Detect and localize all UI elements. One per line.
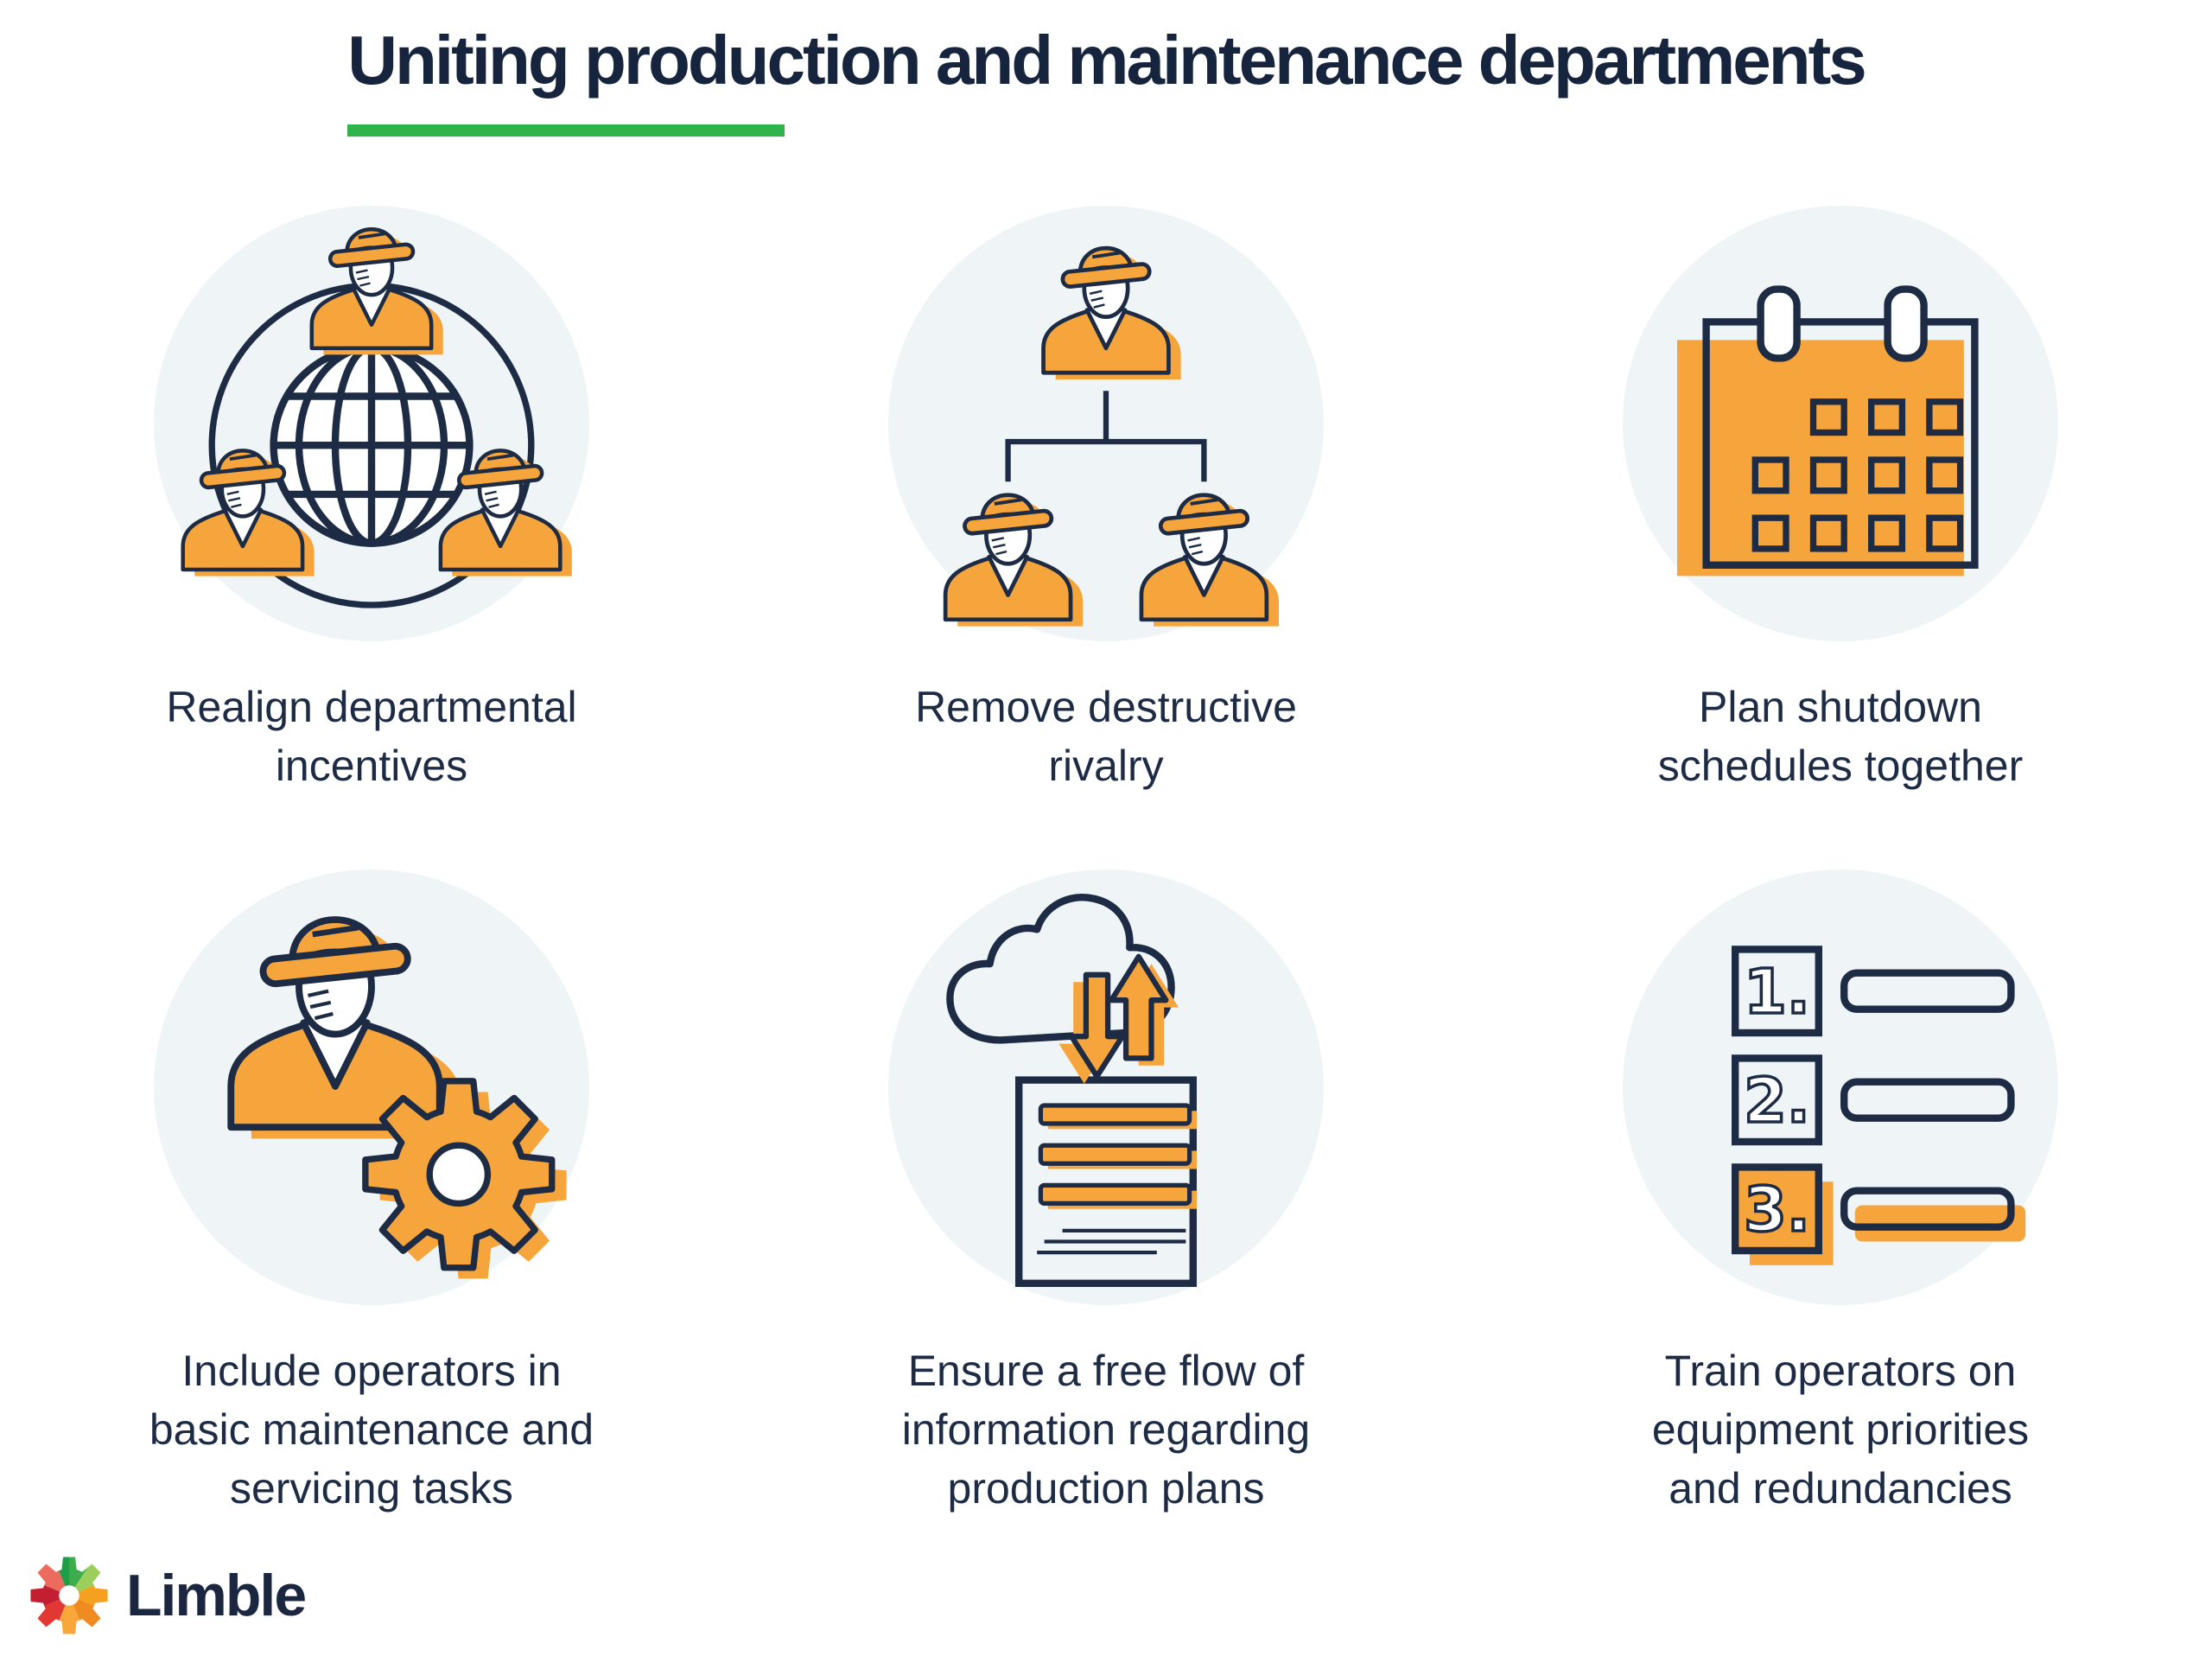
tile-include-operators: Include operators in basic maintenance a… xyxy=(4,869,739,1518)
tile-remove-rivalry: Remove destructive rivalry xyxy=(739,206,1473,795)
caption-line: information regarding xyxy=(901,1405,1311,1454)
limble-wordmark: Limble xyxy=(126,1563,307,1628)
calendar-icon xyxy=(1677,285,1979,576)
tile-caption: Remove destructive rivalry xyxy=(915,678,1297,795)
limble-logo: Limble xyxy=(24,1551,307,1640)
icon-circle xyxy=(888,869,1324,1305)
caption-line: servicing tasks xyxy=(230,1464,513,1513)
limble-gear-icon xyxy=(30,1557,108,1634)
caption-line: Ensure a free flow of xyxy=(907,1347,1305,1395)
worker-with-gear-icon xyxy=(154,869,567,1279)
title-underline-bar xyxy=(347,124,785,137)
tile-caption: Ensure a free flow of information regard… xyxy=(902,1341,1311,1518)
icon-circle xyxy=(154,869,589,1305)
list-number-3: 3. xyxy=(1744,1174,1810,1245)
icon-circle xyxy=(1623,206,2058,641)
tiles-row-2: Include operators in basic maintenance a… xyxy=(0,869,2212,1518)
caption-line: schedules together xyxy=(1657,742,2024,790)
cloud-document-sync-icon xyxy=(946,894,1197,1287)
icon-circle xyxy=(154,206,589,641)
workers-around-globe-icon xyxy=(154,206,589,608)
tile-caption: Include operators in basic maintenance a… xyxy=(149,1341,594,1518)
caption-line: and redundancies xyxy=(1669,1464,2012,1513)
tile-caption: Realign departmental incentives xyxy=(166,678,576,795)
caption-line: basic maintenance and xyxy=(149,1405,594,1454)
page-title: Uniting production and maintenance depar… xyxy=(347,22,1866,99)
worker-hierarchy-icon xyxy=(888,206,1324,641)
caption-line: Include operators in xyxy=(181,1347,562,1395)
tile-caption: Plan shutdown schedules together xyxy=(1658,678,2024,795)
caption-line: incentives xyxy=(275,742,468,790)
caption-line: equipment priorities xyxy=(1651,1405,2030,1454)
caption-line: rivalry xyxy=(1048,742,1164,790)
tile-train-operators: 1. 2. 3. Train operators on equipment pr… xyxy=(1473,869,2208,1518)
numbered-list-icon: 1. 2. 3. xyxy=(1732,946,2026,1265)
caption-line: production plans xyxy=(947,1464,1265,1513)
caption-line: Train operators on xyxy=(1664,1347,2017,1395)
caption-line: Remove destructive xyxy=(915,683,1297,731)
caption-line: Plan shutdown xyxy=(1698,683,1982,731)
icon-circle xyxy=(888,206,1324,641)
tiles-row-1: Realign departmental incentives Remove d… xyxy=(0,206,2212,795)
icon-circle: 1. 2. 3. xyxy=(1623,869,2058,1305)
caption-line: Realign departmental xyxy=(166,683,577,731)
tile-caption: Train operators on equipment priorities … xyxy=(1652,1341,2029,1518)
list-number-2: 2. xyxy=(1744,1065,1810,1137)
tile-plan-shutdowns: Plan shutdown schedules together xyxy=(1473,206,2208,795)
tile-information-flow: Ensure a free flow of information regard… xyxy=(739,869,1473,1518)
tile-realign-incentives: Realign departmental incentives xyxy=(4,206,739,795)
list-number-1: 1. xyxy=(1744,956,1810,1028)
